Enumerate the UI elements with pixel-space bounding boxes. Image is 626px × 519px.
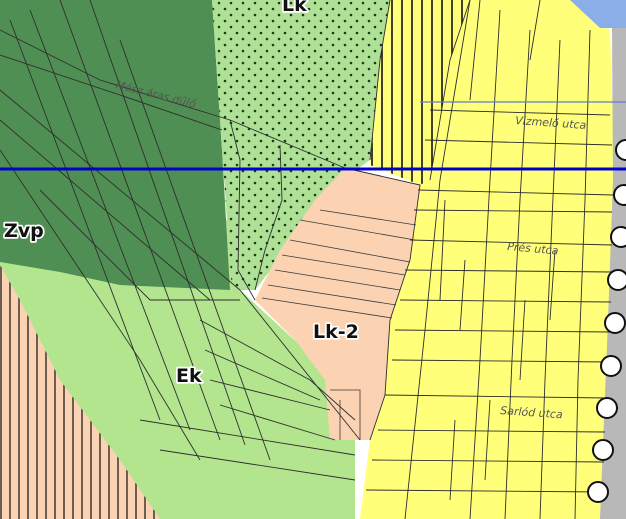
circle-markers [587, 139, 626, 503]
road-strip [600, 0, 626, 519]
street-label-pres: Prés utca [507, 240, 559, 257]
zone-label-lk[interactable]: Lk [280, 0, 309, 18]
zone-label-zvp[interactable]: Zvp [2, 218, 45, 244]
street-label-vizmelo: Vizmelő utca [515, 114, 587, 132]
zone-ek-area [0, 200, 355, 519]
water-area [570, 0, 626, 28]
zone-label-lk2[interactable]: Lk-2 [311, 319, 360, 345]
zone-residential-yellow [360, 0, 615, 519]
zone-zvp-area [0, 0, 230, 290]
zone-lk2-area [255, 168, 420, 440]
zone-lk-dotted-area [212, 0, 390, 290]
parcel-lines-lk2 [261, 209, 417, 440]
zone-yellow-striped-strip [370, 0, 470, 185]
parcel-lines-forest [0, 0, 361, 481]
parcel-lines-residential [365, 0, 614, 519]
zone-boundaries [344, 0, 471, 441]
zone-label-ek[interactable]: Ek [174, 363, 203, 389]
street-label-sarlo: Sarlód utca [500, 404, 564, 421]
